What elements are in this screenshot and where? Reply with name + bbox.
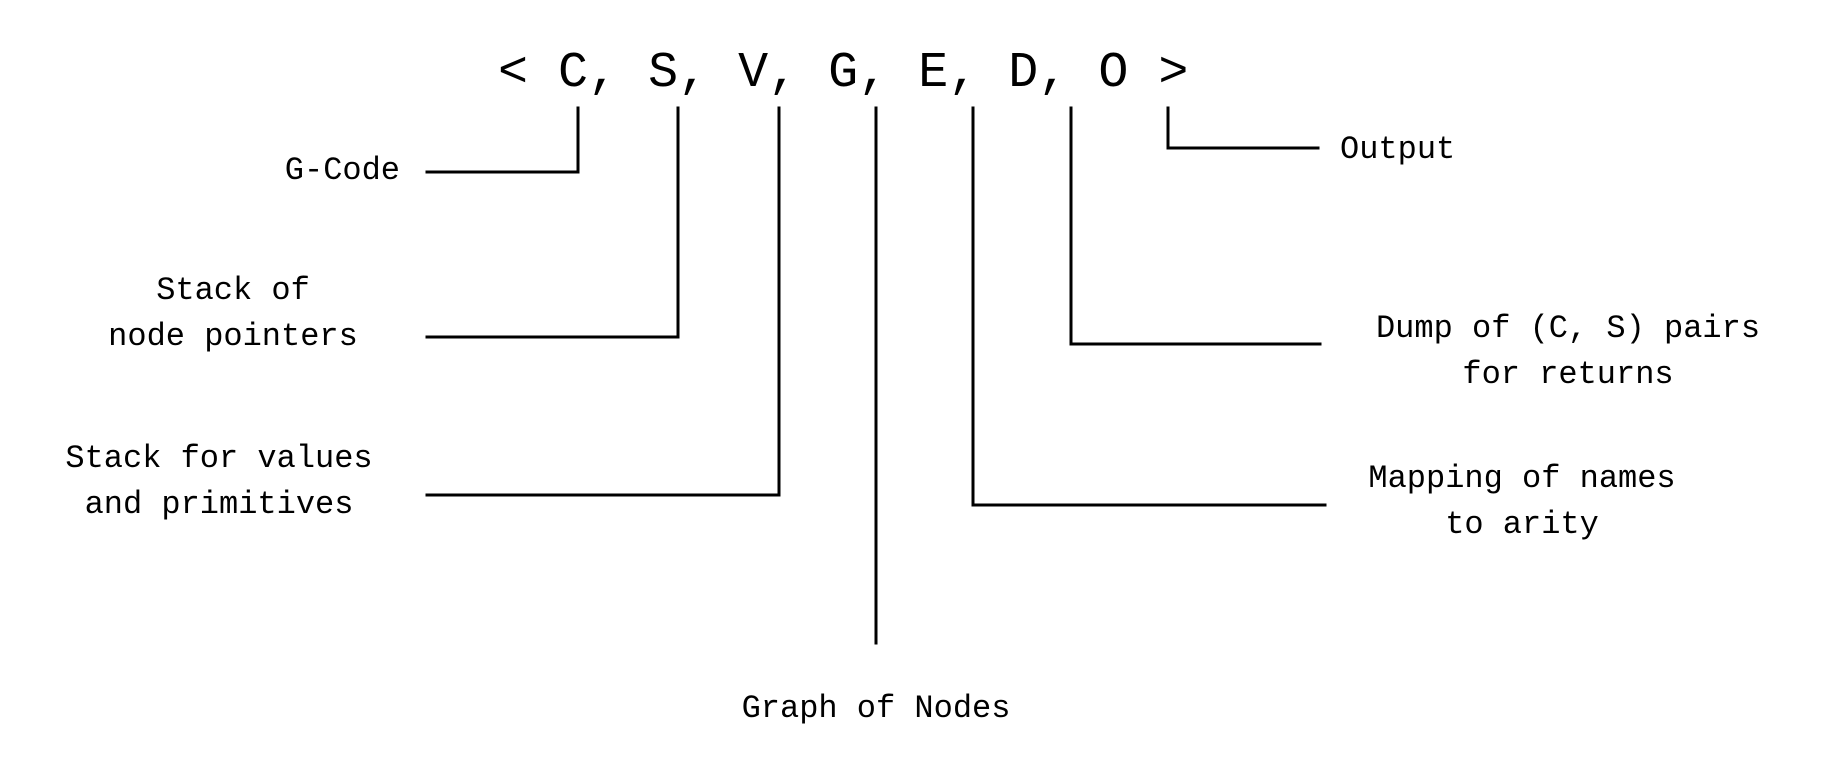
tuple-component-e: E bbox=[918, 45, 949, 102]
tuple-component-g: G bbox=[828, 45, 859, 102]
tuple-component-s: S bbox=[648, 45, 679, 102]
tuple-component-d: D bbox=[1008, 45, 1039, 102]
connector-v bbox=[425, 106, 781, 497]
label-stack-for-values: Stack for values and primitives bbox=[65, 440, 373, 523]
connector-o bbox=[1166, 106, 1320, 150]
label-mapping-of-names: Mapping of names to arity bbox=[1368, 460, 1676, 543]
tuple-component-o: O bbox=[1098, 45, 1129, 102]
machine-state-tuple: < C, S, V, G, E, D, O > bbox=[498, 45, 1189, 102]
label-output: Output bbox=[1340, 131, 1456, 168]
label-graph-of-nodes: Graph of Nodes bbox=[741, 690, 1011, 727]
label-stack-of-node-pointers: Stack of node pointers bbox=[108, 272, 358, 355]
tuple-component-c: C bbox=[558, 45, 589, 102]
label-dump-of-pairs: Dump of (C, S) pairs for returns bbox=[1375, 310, 1761, 393]
connector-s bbox=[425, 106, 680, 339]
tuple-open-bracket: < bbox=[498, 45, 529, 102]
connector-e bbox=[971, 106, 1327, 507]
label-g-code: G-Code bbox=[284, 152, 400, 189]
connector-c bbox=[425, 106, 580, 174]
tuple-component-v: V bbox=[738, 45, 769, 102]
tuple-close-bracket: > bbox=[1158, 45, 1189, 102]
connector-d bbox=[1069, 106, 1322, 346]
